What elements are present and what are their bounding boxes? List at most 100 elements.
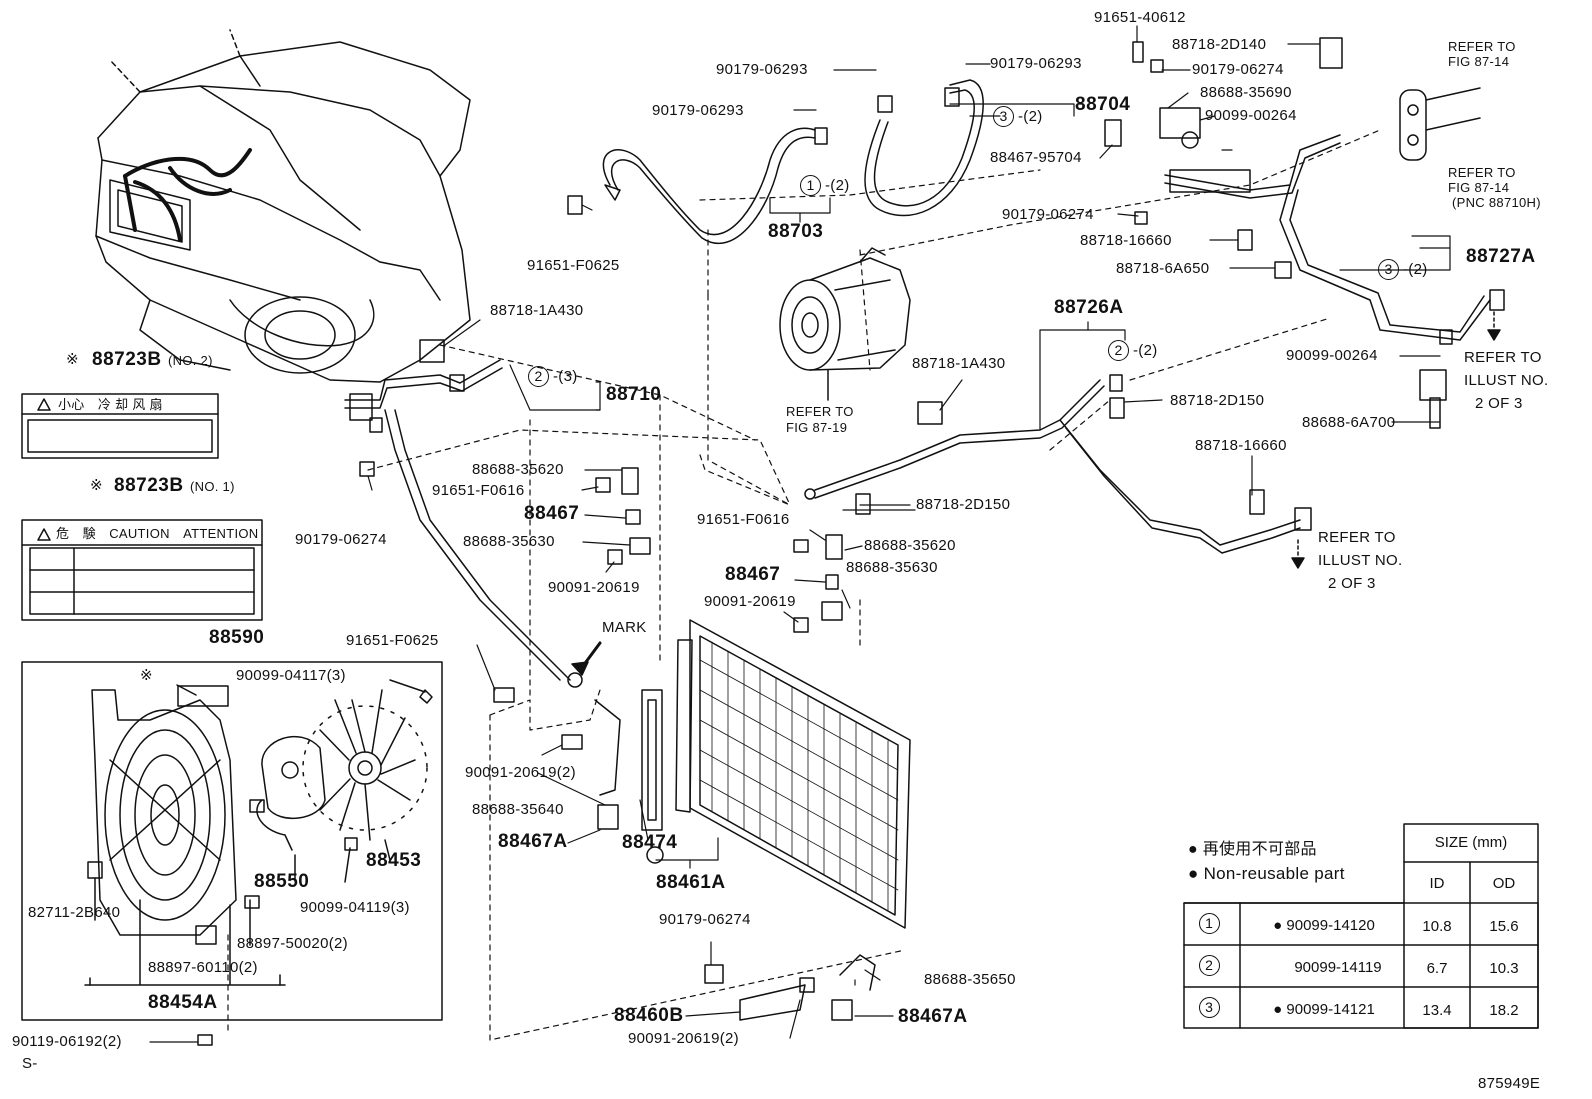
legend-jp: ● 再使用不可部品 <box>1188 841 1317 858</box>
legend-row-id: 13.4 <box>1422 1002 1452 1019</box>
label-90179-06274-b: 90179-06274 <box>1002 206 1094 223</box>
label-refer-illust-b-3: 2 OF 3 <box>1328 575 1376 592</box>
label-88467-b: 88467 <box>725 564 781 585</box>
label-88704: 88704 <box>1075 94 1131 115</box>
label-88718-2d150-a: 88718-2D150 <box>1170 392 1265 409</box>
label-90099-00264-a: 90099-00264 <box>1205 107 1297 124</box>
label-90099-04119: 90099-04119(3) <box>300 899 410 916</box>
label-90099-04117: 90099-04117(3) <box>236 667 346 684</box>
label-88718-1a430-a: 88718-1A430 <box>490 302 584 319</box>
label-refer-fig-87-19-1: REFER TO <box>786 404 854 419</box>
label-88550: 88550 <box>254 871 310 892</box>
label-88454a: 88454A <box>148 992 218 1013</box>
legend-row-part: 90099-14119 <box>1294 959 1382 976</box>
label-90091-20619-b: 90091-20619 <box>704 593 796 610</box>
label-88710: 88710 <box>606 384 662 405</box>
circle-ref-3-a: 3-(2) <box>993 106 1043 127</box>
label-88726a: 88726A <box>1054 297 1124 318</box>
label-88718-16660-a: 88718-16660 <box>1080 232 1172 249</box>
label-88897-50020: 88897-50020(2) <box>237 935 348 952</box>
circle-ref-2-a: 2-(3) <box>528 366 578 387</box>
legend-row-part: ● 90099-14121 <box>1273 1001 1375 1018</box>
label-88688-35650: 88688-35650 <box>924 971 1016 988</box>
label-90179-06293-c: 90179-06293 <box>652 102 744 119</box>
label-90179-06274-a: 90179-06274 <box>1192 61 1284 78</box>
legend-row-id: 6.7 <box>1426 960 1448 977</box>
label-refer-fig-87-14-b-1: REFER TO <box>1448 165 1516 180</box>
label-88723b-no1: 88723B <box>114 475 184 496</box>
condenser-art <box>641 619 911 929</box>
warning-label-no1-text: 危 験 CAUTION ATTENTION <box>56 526 259 541</box>
legend-size-header: SIZE (mm) <box>1434 834 1508 851</box>
legend-row-num: 1 <box>1198 913 1220 934</box>
legend-row-num: 2 <box>1198 955 1220 976</box>
label-refer-fig-87-14-a-1: REFER TO <box>1448 39 1516 54</box>
circle-ref-1: 1-(2) <box>800 175 850 196</box>
corner-mark: S- <box>22 1055 38 1072</box>
leader-lines <box>149 25 1451 1043</box>
legend-row-part: ● 90099-14120 <box>1273 917 1375 934</box>
label-88723b-no1-suffix: (NO. 1) <box>190 479 235 494</box>
note-mark-no1: ※ <box>90 477 103 494</box>
label-refer-fig-87-14-b-3: (PNC 88710H) <box>1452 195 1541 210</box>
label-refer-illust-a-3: 2 OF 3 <box>1475 395 1523 412</box>
label-refer-fig-87-14-a-2: FIG 87-14 <box>1448 54 1510 69</box>
label-88688-35630-b: 88688-35630 <box>846 559 938 576</box>
label-90179-06274-c: 90179-06274 <box>295 531 387 548</box>
label-88723b-no2: 88723B <box>92 349 162 370</box>
label-88688-35640: 88688-35640 <box>472 801 564 818</box>
legend-table-art <box>1183 823 1539 1029</box>
legend-row-od: 18.2 <box>1489 1002 1519 1019</box>
label-refer-fig-87-14-b-2: FIG 87-14 <box>1448 180 1510 195</box>
label-91651-40612: 91651-40612 <box>1094 9 1186 26</box>
label-88718-6a650: 88718-6A650 <box>1116 260 1210 277</box>
label-88703: 88703 <box>768 221 824 242</box>
label-90091-20619-d: 90091-20619(2) <box>628 1030 739 1047</box>
label-88718-16660-b: 88718-16660 <box>1195 437 1287 454</box>
label-88688-35690: 88688-35690 <box>1200 84 1292 101</box>
label-88467-95704: 88467-95704 <box>990 149 1082 166</box>
label-refer-fig-87-19-2: FIG 87-19 <box>786 420 848 435</box>
label-82711-2b640: 82711-2B640 <box>28 904 121 921</box>
label-88688-35630-a: 88688-35630 <box>463 533 555 550</box>
label-91651-f0625-a: 91651-F0625 <box>527 257 620 274</box>
legend-row-id: 10.8 <box>1422 918 1452 935</box>
assembly-dashed-outline <box>227 129 1381 1041</box>
label-91651-f0625-b: 91651-F0625 <box>346 632 439 649</box>
label-refer-illust-a-1: REFER TO <box>1464 349 1542 366</box>
label-88718-2d140: 88718-2D140 <box>1172 36 1267 53</box>
label-refer-illust-b-2: ILLUST NO. <box>1318 552 1403 569</box>
vehicle-illustration <box>95 29 471 383</box>
label-88460b: 88460B <box>614 1005 684 1026</box>
legend-row-od: 15.6 <box>1489 918 1519 935</box>
label-91651-f0616-b: 91651-F0616 <box>697 511 790 528</box>
label-88467a-a: 88467A <box>498 831 568 852</box>
label-mark: MARK <box>602 619 647 636</box>
label-88723b-no2-suffix: (NO. 2) <box>168 353 213 368</box>
label-90179-06293-b: 90179-06293 <box>990 55 1082 72</box>
label-refer-illust-a-2: ILLUST NO. <box>1464 372 1549 389</box>
label-88467-a: 88467 <box>524 503 580 524</box>
label-88467a-b: 88467A <box>898 1006 968 1027</box>
warning-label-no2-text: 小心 冷 却 风 扇 <box>58 397 163 412</box>
legend-row-od: 10.3 <box>1489 960 1519 977</box>
label-88461a: 88461A <box>656 872 726 893</box>
note-mark-fan: ※ <box>140 667 153 684</box>
warning-label-no2-art <box>21 393 219 459</box>
label-88453: 88453 <box>366 850 422 871</box>
label-90091-20619-c: 90091-20619(2) <box>465 764 576 781</box>
circle-ref-3-b: 3-(2) <box>1378 259 1428 280</box>
label-88897-60110: 88897-60110(2) <box>148 959 258 976</box>
label-88474: 88474 <box>622 832 678 853</box>
label-refer-illust-b-1: REFER TO <box>1318 529 1396 546</box>
label-88727a: 88727A <box>1466 246 1536 267</box>
label-88688-35620-b: 88688-35620 <box>864 537 956 554</box>
label-88688-35620-a: 88688-35620 <box>472 461 564 478</box>
label-88590: 88590 <box>209 627 265 648</box>
label-90099-00264-b: 90099-00264 <box>1286 347 1378 364</box>
legend-od-header: OD <box>1492 875 1516 892</box>
small-fittings <box>197 37 1501 1046</box>
label-90091-20619-a: 90091-20619 <box>548 579 640 596</box>
label-91651-f0616-a: 91651-F0616 <box>432 482 525 499</box>
